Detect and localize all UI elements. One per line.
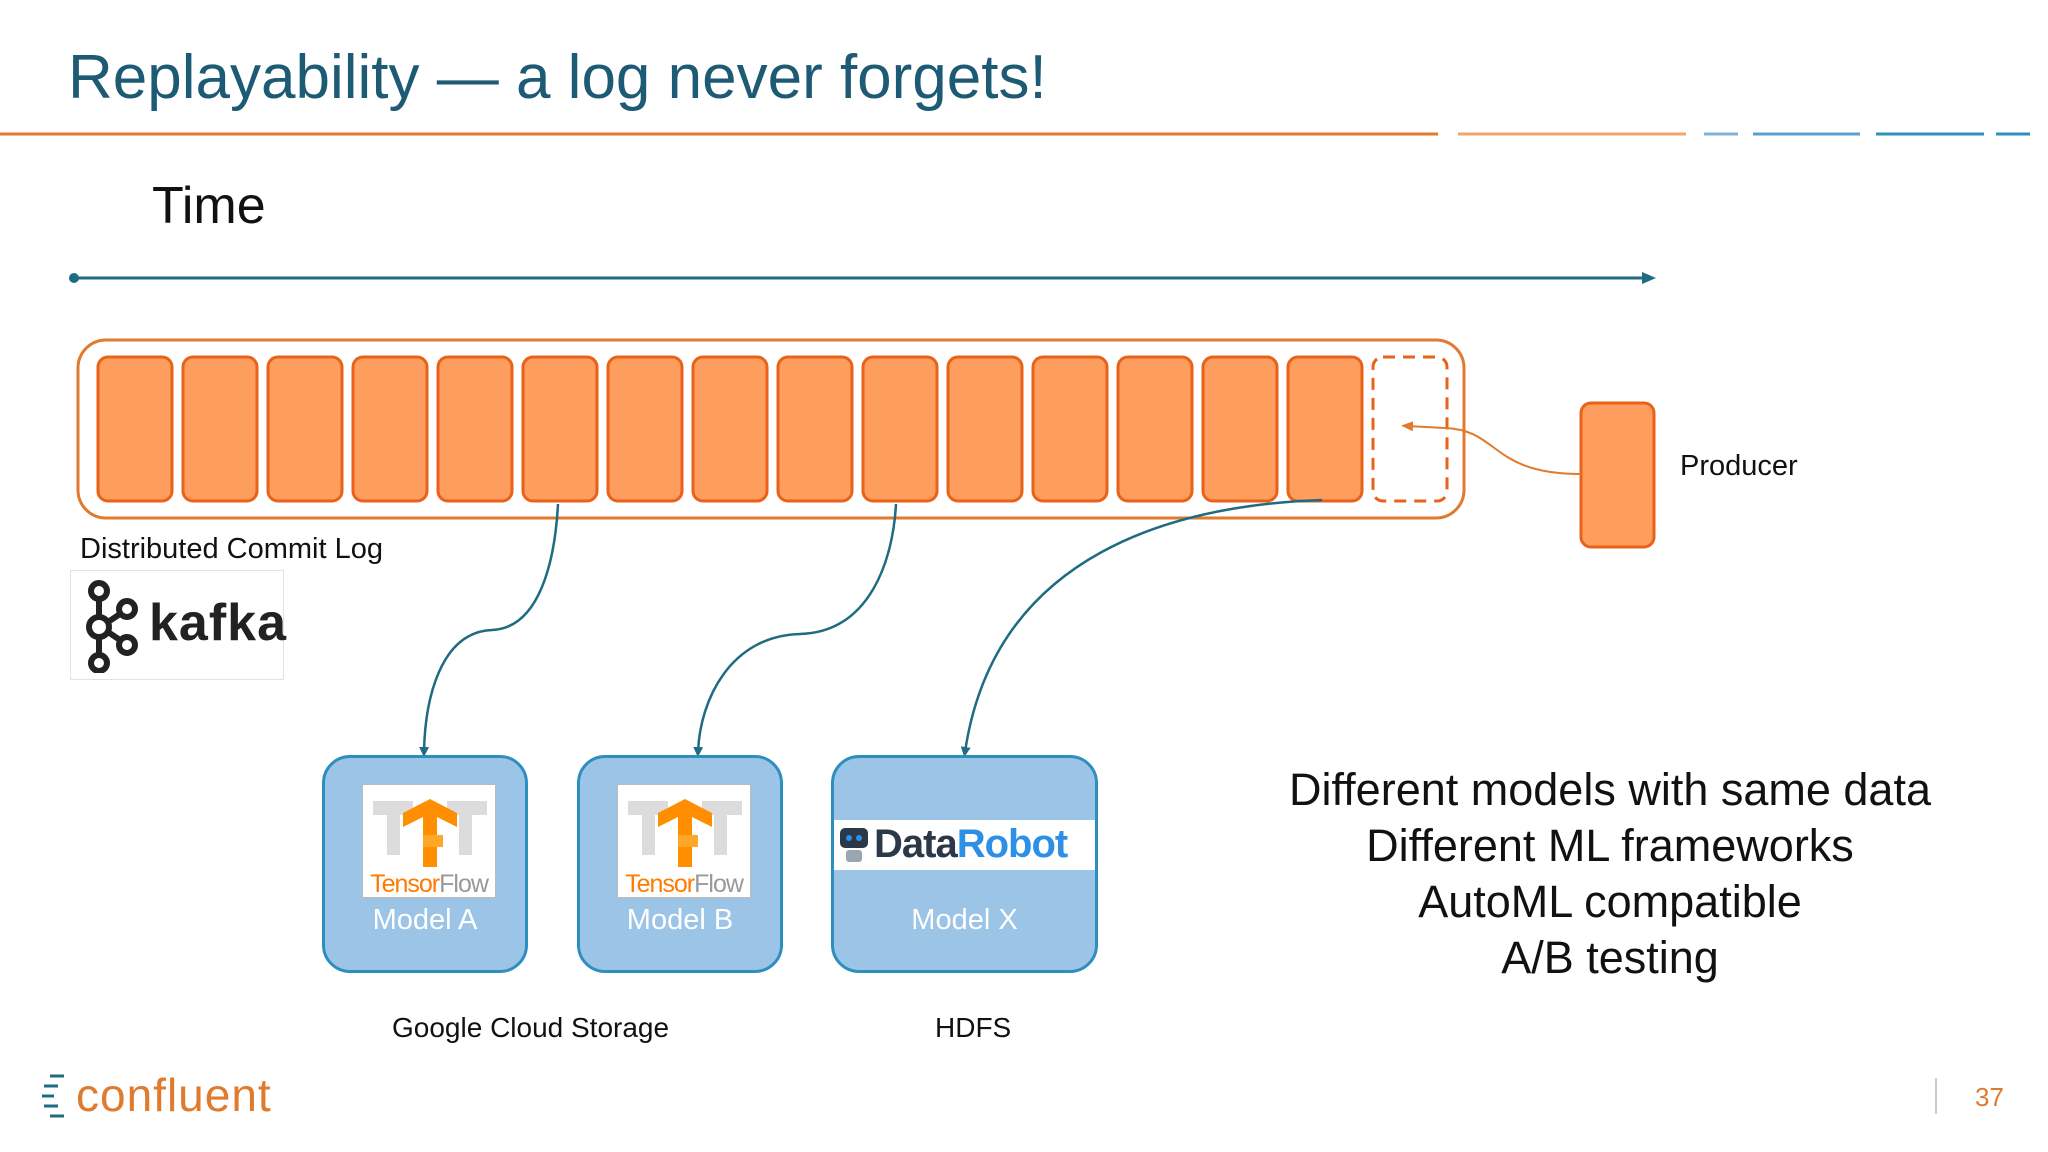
log-cell bbox=[181, 355, 259, 503]
log-cell bbox=[861, 355, 939, 503]
model-b-box: TensorFlow Model B bbox=[577, 755, 783, 973]
log-cell bbox=[436, 355, 514, 503]
log-cell bbox=[1201, 355, 1279, 503]
model-b-label: Model B bbox=[626, 904, 734, 936]
datarobot-icon bbox=[840, 828, 868, 862]
model-x-box: DataRobot Model X bbox=[831, 755, 1098, 973]
tensorflow-logo-text: TensorFlow bbox=[625, 870, 744, 898]
gcs-label: Google Cloud Storage bbox=[392, 1012, 670, 1043]
tensorflow-logo-text: TensorFlow bbox=[370, 870, 489, 898]
tensorflow-icon bbox=[628, 799, 742, 867]
tensorflow-logo: TensorFlow bbox=[362, 784, 496, 898]
model-a-label: Model A bbox=[372, 904, 478, 936]
model-x-label: Model X bbox=[911, 904, 1018, 936]
feature-item: Different ML frameworks bbox=[1366, 820, 1854, 871]
log-cells bbox=[96, 355, 1449, 503]
producer-arrow bbox=[1401, 421, 1582, 475]
log-cell bbox=[266, 355, 344, 503]
slide-title: Replayability — a log never forgets! bbox=[68, 43, 1047, 112]
log-cell bbox=[96, 355, 174, 503]
log-cell bbox=[946, 355, 1024, 503]
log-cell bbox=[776, 355, 854, 503]
feature-list: Different models with same data Differen… bbox=[1180, 762, 2040, 986]
log-cell bbox=[351, 355, 429, 503]
kafka-logo-text: kafka bbox=[149, 594, 287, 652]
consumer-arrow-model-x bbox=[960, 498, 1323, 757]
kafka-icon bbox=[86, 580, 138, 673]
time-axis-arrow bbox=[69, 272, 1656, 284]
tensorflow-logo: TensorFlow bbox=[617, 784, 751, 898]
kafka-logo: kafka bbox=[70, 570, 287, 680]
log-cell bbox=[1031, 355, 1109, 503]
log-cell bbox=[606, 355, 684, 503]
consumer-arrow-model-a bbox=[419, 503, 560, 757]
log-cell bbox=[1286, 355, 1364, 503]
time-label: Time bbox=[152, 177, 266, 235]
hdfs-label: HDFS bbox=[935, 1012, 1012, 1043]
consumer-arrow-model-b bbox=[693, 503, 898, 757]
datarobot-logo-text: DataRobot bbox=[874, 822, 1068, 866]
producer-block bbox=[1579, 401, 1656, 549]
header-divider bbox=[0, 132, 2030, 136]
confluent-logo-icon bbox=[42, 1074, 64, 1118]
tensorflow-icon bbox=[373, 799, 487, 867]
log-cell bbox=[691, 355, 769, 503]
feature-item: Different models with same data bbox=[1289, 764, 1931, 815]
confluent-logo: confluent bbox=[76, 1069, 272, 1121]
feature-item: A/B testing bbox=[1501, 932, 1719, 983]
log-cell bbox=[521, 355, 599, 503]
producer-label: Producer bbox=[1680, 450, 1798, 482]
page-number-separator bbox=[1935, 1078, 1937, 1114]
page-number: 37 bbox=[1975, 1082, 2004, 1112]
model-a-box: TensorFlow Model A bbox=[322, 755, 528, 973]
datarobot-logo: DataRobot bbox=[834, 820, 1095, 870]
feature-item: AutoML compatible bbox=[1418, 876, 1802, 927]
commit-log-label: Distributed Commit Log bbox=[80, 533, 383, 565]
log-cell bbox=[1116, 355, 1194, 503]
